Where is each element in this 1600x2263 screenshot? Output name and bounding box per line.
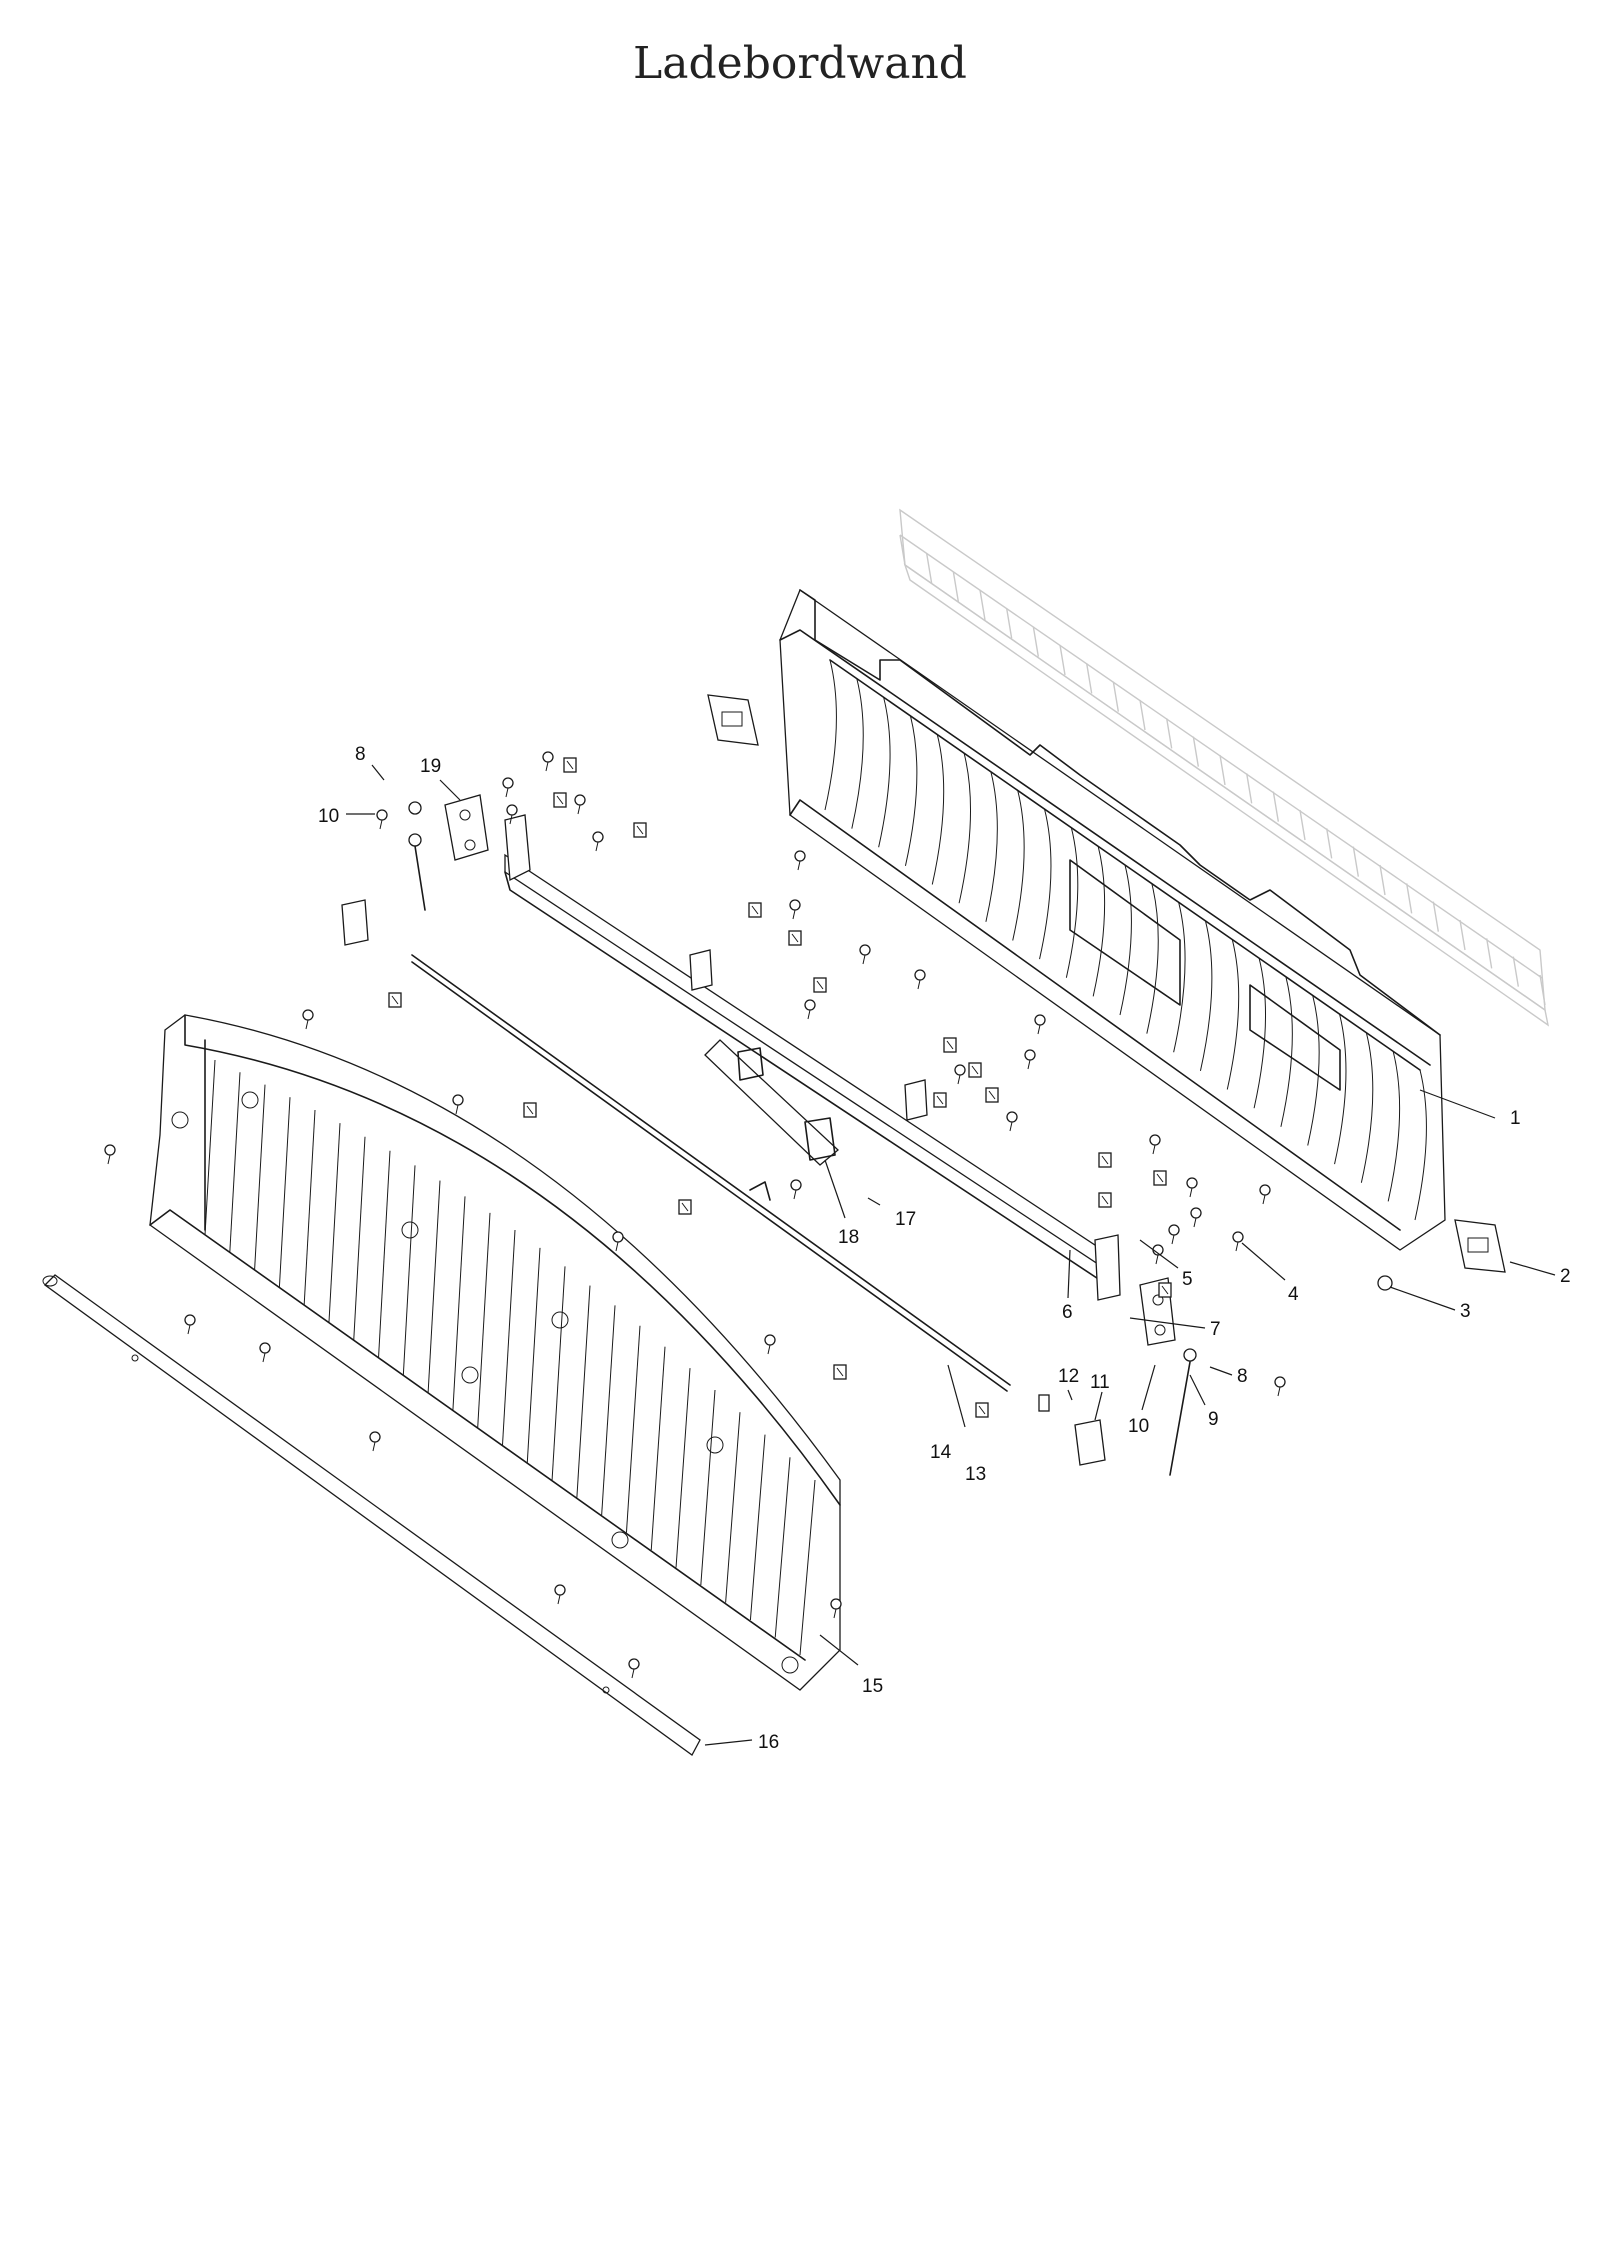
callout-12: 12 [1058, 1366, 1079, 1387]
leader-lines [346, 764, 1556, 1746]
bracket-upper-left [341, 899, 369, 946]
callout-19: 19 [420, 756, 441, 777]
callout-16: 16 [758, 1732, 779, 1753]
rod-part-14 [411, 954, 1011, 1392]
bracket-part-18 [704, 1039, 839, 1166]
callout-8-left: 8 [355, 744, 366, 765]
fastener-group [104, 751, 1393, 1679]
callout-18: 18 [838, 1227, 859, 1248]
diagram-title: Ladebordwand [633, 38, 967, 89]
hinge-part-19 [444, 794, 489, 861]
callout-9: 9 [1208, 1409, 1219, 1430]
callout-labels: 1 2 3 4 5 6 7 8 8 9 10 10 11 12 13 14 15… [318, 744, 1571, 1753]
pin-upper-left [408, 801, 426, 911]
cover-plate-part-2 [1454, 1219, 1506, 1273]
callout-4: 4 [1288, 1284, 1299, 1305]
tailgate-panel-part-15 [149, 1014, 841, 1691]
rear-frame-part-1 [779, 588, 1446, 1251]
ghost-grille-panel [899, 508, 1550, 1027]
callout-1: 1 [1510, 1108, 1521, 1129]
callout-6: 6 [1062, 1302, 1073, 1323]
callout-3: 3 [1460, 1301, 1471, 1322]
callout-10-right: 10 [1128, 1416, 1149, 1437]
callout-13: 13 [965, 1464, 986, 1485]
callout-11: 11 [1090, 1372, 1110, 1393]
bracket-part-11 [1074, 1419, 1106, 1466]
callout-15: 15 [862, 1676, 883, 1697]
hinge-bar-part-6 [504, 814, 1121, 1301]
tube-part-16 [42, 1274, 701, 1756]
callout-10-left: 10 [318, 806, 339, 827]
cover-plate-upper [707, 694, 759, 746]
pin-part-9 [1169, 1348, 1197, 1476]
callout-17: 17 [895, 1209, 916, 1230]
callout-7: 7 [1210, 1319, 1221, 1340]
callout-5: 5 [1182, 1269, 1193, 1290]
callout-14: 14 [930, 1442, 952, 1463]
callout-8-right: 8 [1237, 1366, 1248, 1387]
callout-2: 2 [1560, 1266, 1571, 1287]
